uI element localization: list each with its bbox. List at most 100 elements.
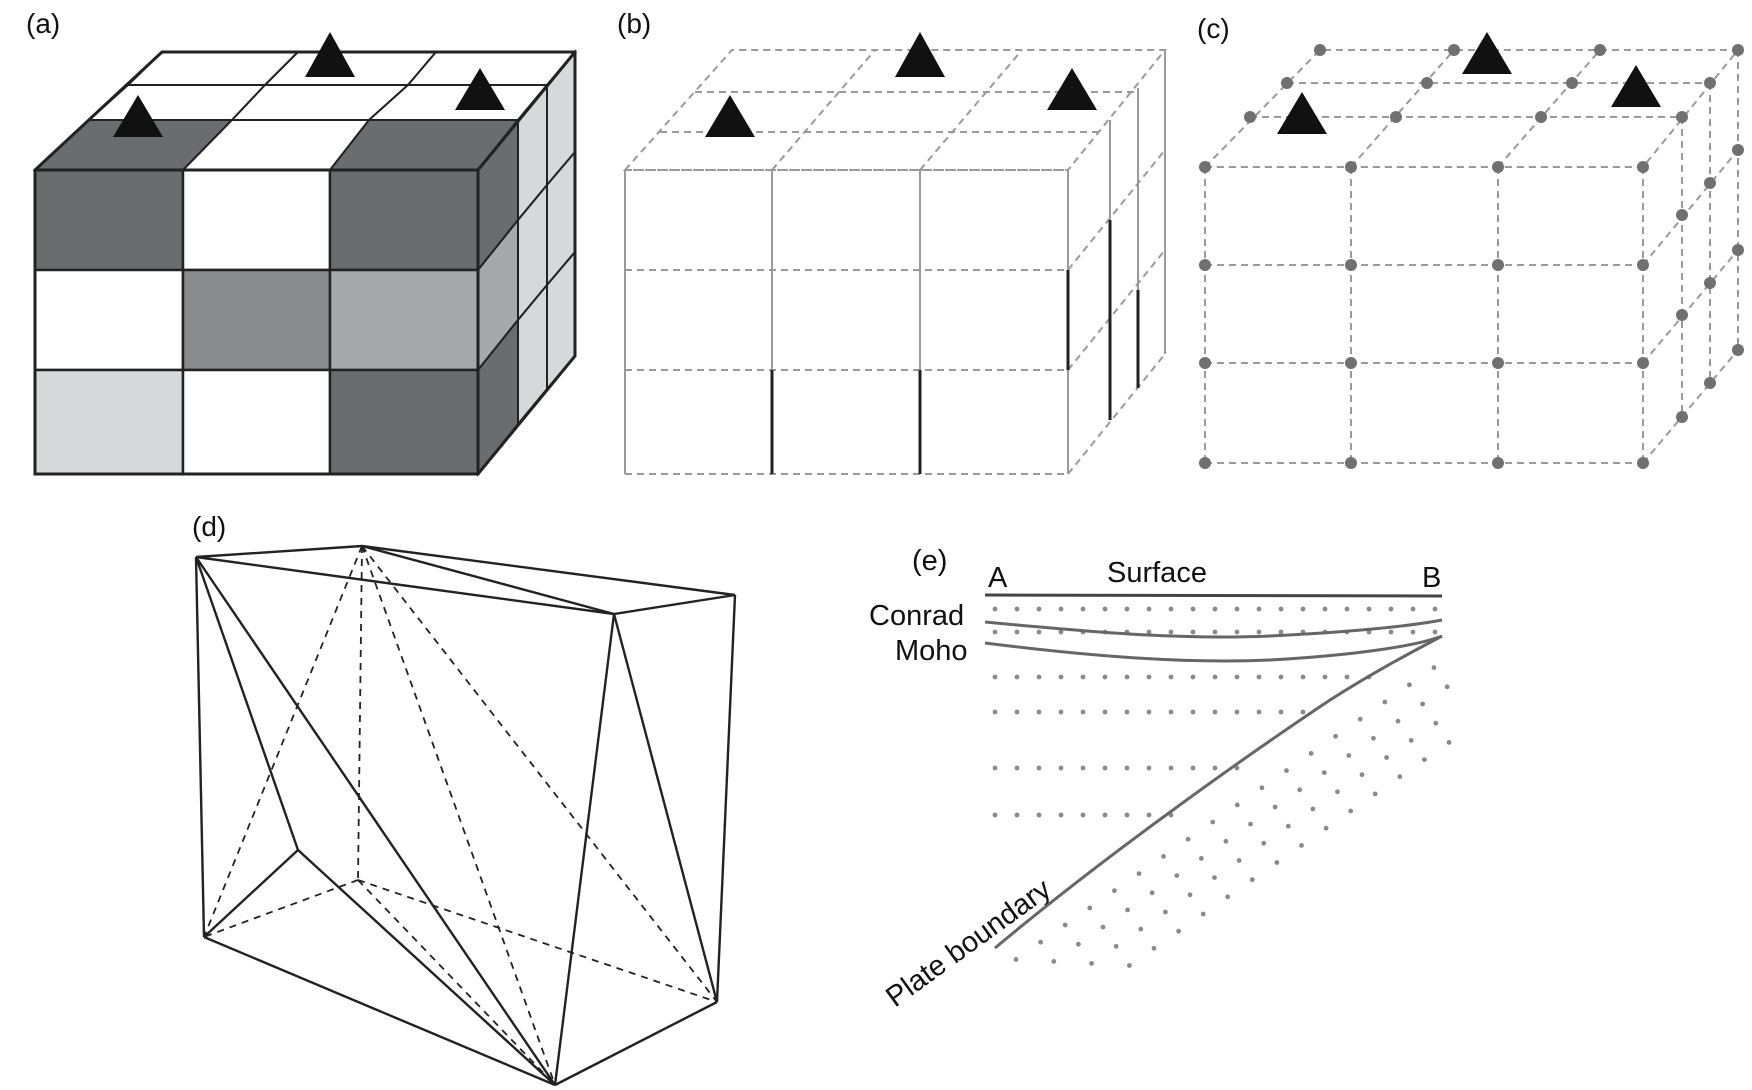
node-dot — [1300, 674, 1306, 680]
node-dot — [1102, 674, 1108, 680]
node-dot — [1408, 738, 1414, 743]
node-dot — [1344, 606, 1350, 612]
node-dot — [1285, 823, 1291, 829]
node-dot — [1388, 629, 1394, 635]
node-dot — [1297, 787, 1303, 793]
node-dot — [1190, 765, 1196, 771]
station-triangle-icon — [305, 32, 355, 77]
node-dot — [1014, 629, 1020, 635]
node-dot — [1187, 892, 1193, 898]
node-dot — [1261, 840, 1267, 846]
node-dot — [1322, 674, 1328, 680]
node-dot — [1272, 804, 1278, 810]
moho-label: Moho — [895, 635, 968, 667]
conrad-interface — [984, 618, 1443, 639]
node-dot — [1322, 606, 1328, 612]
node-dot — [1300, 709, 1306, 715]
node-dot — [1346, 753, 1352, 758]
node-dot — [1432, 606, 1438, 612]
node-dot — [1256, 629, 1262, 635]
node-dot — [1058, 674, 1064, 680]
panel-c-nodes — [1199, 44, 1744, 469]
node-dot — [1278, 629, 1284, 635]
node-dot — [1225, 894, 1231, 900]
surface-line — [984, 593, 1443, 598]
node-dot — [1168, 674, 1174, 680]
node-dot — [1146, 709, 1152, 715]
node-dot — [1190, 606, 1196, 612]
station-triangle-icon — [895, 32, 945, 77]
node-dot — [1299, 843, 1304, 848]
node-dot — [1080, 674, 1086, 680]
panel-c: (c) — [1197, 13, 1744, 469]
node-dot — [1210, 819, 1216, 825]
node-dot — [1407, 682, 1412, 688]
node-dot — [1124, 606, 1130, 612]
node-dot — [1185, 836, 1191, 842]
panel-d: (d) — [192, 511, 737, 1087]
node-dot — [1080, 606, 1086, 612]
node-dot — [1168, 629, 1174, 635]
station-triangle-icon — [455, 68, 505, 110]
node-dot — [1058, 765, 1064, 771]
node-dot — [992, 765, 998, 771]
node-dot — [992, 812, 998, 818]
node-dot — [1125, 907, 1130, 913]
plate-boundary-label: Plate boundary — [880, 873, 1057, 1014]
node-dot — [1278, 606, 1284, 612]
node-dot — [1036, 709, 1042, 715]
node-dot — [1388, 606, 1394, 612]
panel-b-vertical-lines — [624, 50, 1166, 474]
node-dot — [1274, 860, 1280, 865]
node-dot — [1366, 606, 1372, 612]
node-dot — [992, 709, 998, 715]
node-dot — [1200, 911, 1206, 917]
node-dot — [1344, 674, 1350, 680]
node-dot — [1036, 606, 1042, 612]
node-dot — [1190, 674, 1196, 680]
node-dot — [1278, 674, 1284, 680]
panel-a-label: (a) — [26, 8, 60, 39]
station-triangle-icon — [1047, 68, 1097, 110]
node-dot — [1256, 709, 1262, 715]
node-dot — [1062, 922, 1068, 928]
node-dot — [1190, 709, 1196, 715]
node-dot — [1014, 674, 1020, 680]
node-dot — [1124, 765, 1130, 771]
station-triangle-icon — [705, 95, 755, 137]
node-dot — [1236, 858, 1242, 863]
panel-b-label: (b) — [617, 8, 651, 39]
node-dot — [1036, 629, 1042, 635]
node-dot — [1058, 812, 1064, 818]
node-dot — [992, 674, 998, 680]
node-dot — [1014, 606, 1020, 612]
plate-boundary-line — [994, 634, 1443, 950]
node-dot — [1089, 961, 1094, 966]
node-dot — [1146, 606, 1152, 612]
node-dot — [1234, 629, 1240, 635]
node-dot — [1124, 674, 1130, 680]
point-a-label: A — [988, 562, 1008, 594]
moho-interface — [984, 634, 1443, 663]
node-dot — [1013, 957, 1019, 962]
node-dot — [1397, 774, 1403, 780]
node-dot — [1234, 674, 1240, 680]
node-dot — [1113, 943, 1119, 949]
panel-b: (b) — [617, 8, 1168, 475]
panel-a: (a) — [26, 8, 578, 477]
node-dot — [1372, 791, 1378, 797]
node-dot — [1256, 674, 1262, 680]
node-dot — [1249, 877, 1255, 883]
node-dot — [1036, 674, 1042, 680]
node-dot — [1335, 789, 1340, 795]
panel-e: (e) A Surface B Conrad Moho Plate bounda… — [869, 545, 1452, 1014]
node-dot — [992, 606, 998, 612]
node-dot — [1212, 709, 1218, 715]
node-dot — [1058, 606, 1064, 612]
node-dot — [1256, 606, 1262, 612]
node-dot — [1127, 963, 1132, 968]
node-dot — [1357, 716, 1363, 722]
node-dot — [1163, 909, 1168, 915]
node-dot — [1212, 629, 1218, 635]
node-dot — [1433, 720, 1439, 726]
